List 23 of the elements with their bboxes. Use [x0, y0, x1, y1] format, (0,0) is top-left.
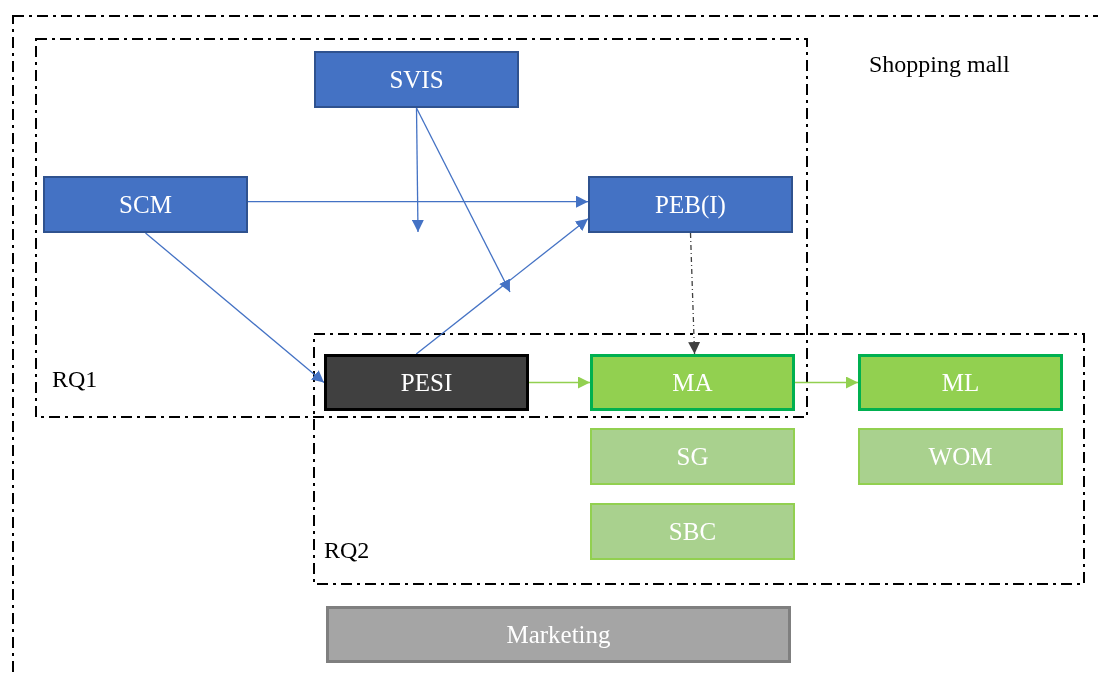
region-label: RQ1 — [52, 366, 98, 393]
arrow — [528, 376, 591, 389]
variable-box: WOM — [858, 428, 1063, 485]
arrow — [415, 218, 589, 355]
dash-dot-region — [35, 38, 808, 418]
variable-box: ML — [858, 354, 1063, 411]
arrow — [247, 195, 589, 208]
variable-box: SG — [590, 428, 795, 485]
arrow — [415, 107, 511, 293]
variable-box: MA — [590, 354, 795, 411]
arrow — [794, 376, 859, 389]
variable-box: SVIS — [314, 51, 519, 108]
dash-dot-region — [313, 333, 1085, 585]
variable-box: PEB(I) — [588, 176, 793, 233]
region-label: RQ2 — [324, 537, 370, 564]
variable-box: Marketing — [326, 606, 791, 663]
variable-box: SCM — [43, 176, 248, 233]
arrow — [688, 232, 701, 355]
variable-box: PESI — [324, 354, 529, 411]
region-label: Shopping mall — [869, 51, 1010, 78]
variable-box: SBC — [590, 503, 795, 560]
arrow — [411, 107, 424, 233]
arrow — [144, 232, 325, 384]
